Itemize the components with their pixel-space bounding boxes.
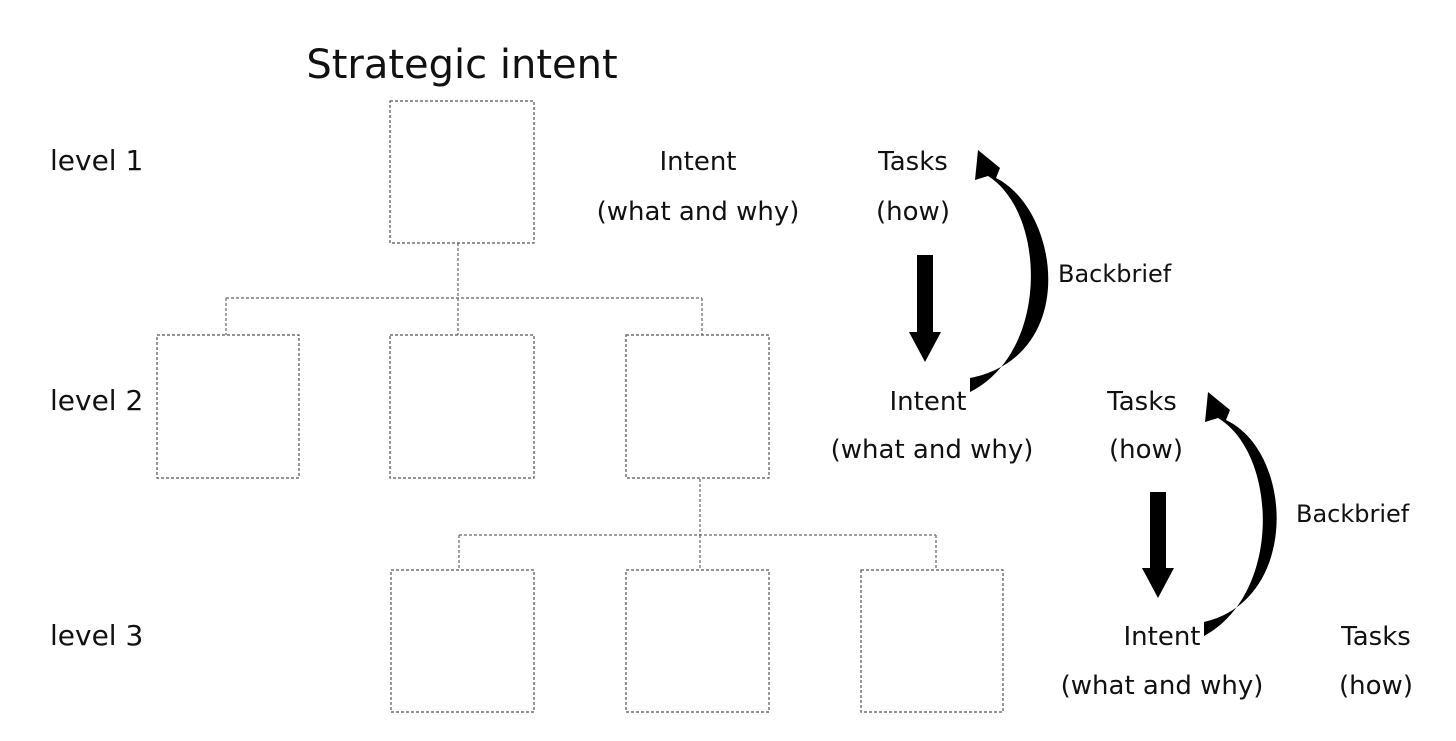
intent-label: Intent — [889, 387, 966, 417]
tasks-label: Tasks — [877, 147, 948, 177]
level-3-box — [860, 569, 1004, 713]
tasks-block-level-2: Tasks (how) — [1106, 387, 1183, 465]
intent-block-level-3: Intent (what and why) — [1061, 622, 1264, 701]
intent-label: Intent — [659, 147, 736, 177]
tasks-block-level-1: Tasks (how) — [876, 147, 950, 227]
connector-level1-to-level2 — [225, 243, 703, 335]
tasks-subtitle: (how) — [1109, 435, 1183, 465]
intent-subtitle: (what and why) — [1061, 671, 1264, 701]
connector-level2-to-level3 — [458, 479, 937, 570]
intent-block-level-2: Intent (what and why) — [831, 387, 1034, 465]
down-arrow-icon — [1142, 492, 1174, 598]
tasks-subtitle: (how) — [876, 197, 950, 227]
tasks-label: Tasks — [1340, 622, 1411, 652]
tasks-block-level-3: Tasks (how) — [1339, 622, 1413, 701]
curved-arrow-icon — [970, 150, 1049, 392]
level-3-box — [390, 569, 535, 713]
backbrief-label: Backbrief — [1058, 260, 1172, 288]
level-2-box — [625, 334, 770, 479]
intent-subtitle: (what and why) — [597, 197, 800, 227]
intent-label: Intent — [1123, 622, 1200, 652]
level-2-label: level 2 — [50, 384, 143, 417]
level-2-box — [389, 334, 535, 479]
down-arrow-icon — [909, 255, 941, 362]
tasks-subtitle: (how) — [1339, 671, 1413, 701]
level-1-label: level 1 — [50, 144, 143, 177]
diagram-title: Strategic intent — [306, 42, 617, 88]
intent-block-level-1: Intent (what and why) — [597, 147, 800, 227]
curved-arrow-icon — [1204, 392, 1277, 636]
intent-subtitle: (what and why) — [831, 435, 1034, 465]
backbrief-label: Backbrief — [1296, 500, 1410, 528]
level-3-box — [625, 569, 770, 713]
level-1-box — [389, 100, 535, 244]
tasks-label: Tasks — [1106, 387, 1177, 417]
level-3-label: level 3 — [50, 619, 143, 652]
level-2-box — [156, 334, 300, 479]
